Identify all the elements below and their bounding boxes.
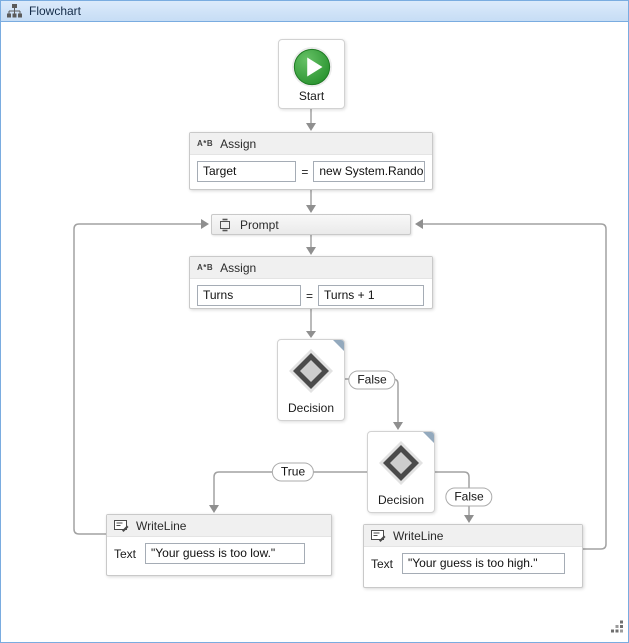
text-value-field[interactable]: "Your guess is too low." [145,543,306,564]
writeline-activity-high[interactable]: WriteLine Text "Your guess is too high." [363,524,583,588]
assign-icon: A*B [197,263,214,272]
assign-header[interactable]: A*B Assign [190,257,432,279]
prompt-icon [218,218,232,232]
assign-title: Assign [220,260,257,275]
decision-label: Decision [287,401,335,415]
writeline-icon [114,519,129,532]
start-node[interactable]: Start [278,39,345,109]
assign-activity-turns[interactable]: A*B Assign Turns = Turns + 1 [189,256,433,309]
assign-to-field[interactable]: Turns [197,285,301,306]
writeline-body: Text "Your guess is too high." [364,547,582,580]
connector-label-false-1[interactable]: False [348,370,396,390]
writeline-title: WriteLine [136,518,187,533]
assign-body: Target = new System.Random [190,155,432,188]
collapse-notch-icon[interactable] [423,432,434,443]
connector-label-false-2[interactable]: False [445,487,493,507]
writeline-title: WriteLine [393,528,444,543]
writeline-activity-low[interactable]: WriteLine Text "Your guess is too low." [106,514,332,576]
connector-label-true[interactable]: True [271,462,315,482]
assign-activity-target[interactable]: A*B Assign Target = new System.Random [189,132,433,190]
text-label: Text [371,556,394,571]
titlebar[interactable]: Flowchart [1,1,628,22]
assign-icon: A*B [197,139,214,148]
writeline-icon [371,529,386,542]
writeline-body: Text "Your guess is too low." [107,537,331,570]
collapse-notch-icon[interactable] [333,340,344,351]
decision-label: Decision [377,493,425,507]
resize-grip[interactable] [611,620,624,638]
prompt-activity[interactable]: Prompt [211,214,411,235]
text-value-field[interactable]: "Your guess is too high." [402,553,566,574]
equals-sign: = [301,164,309,179]
decision-node-2[interactable]: Decision [367,431,435,513]
text-label: Text [114,546,137,561]
decision-diamond-icon [289,349,333,393]
assign-value-field[interactable]: new System.Random [313,161,425,182]
assign-header[interactable]: A*B Assign [190,133,432,155]
assign-value-field[interactable]: Turns + 1 [318,285,425,306]
equals-sign: = [306,288,314,303]
start-play-icon [291,46,333,88]
prompt-title: Prompt [240,217,279,232]
page-title: Flowchart [29,4,82,18]
assign-title: Assign [220,136,257,151]
decision-diamond-icon [379,441,423,485]
assign-body: Turns = Turns + 1 [190,279,432,312]
flowchart-icon [7,4,22,18]
start-label: Start [298,89,325,103]
writeline-header[interactable]: WriteLine [107,515,331,537]
writeline-header[interactable]: WriteLine [364,525,582,547]
decision-node-1[interactable]: Decision [277,339,345,421]
assign-to-field[interactable]: Target [197,161,297,182]
